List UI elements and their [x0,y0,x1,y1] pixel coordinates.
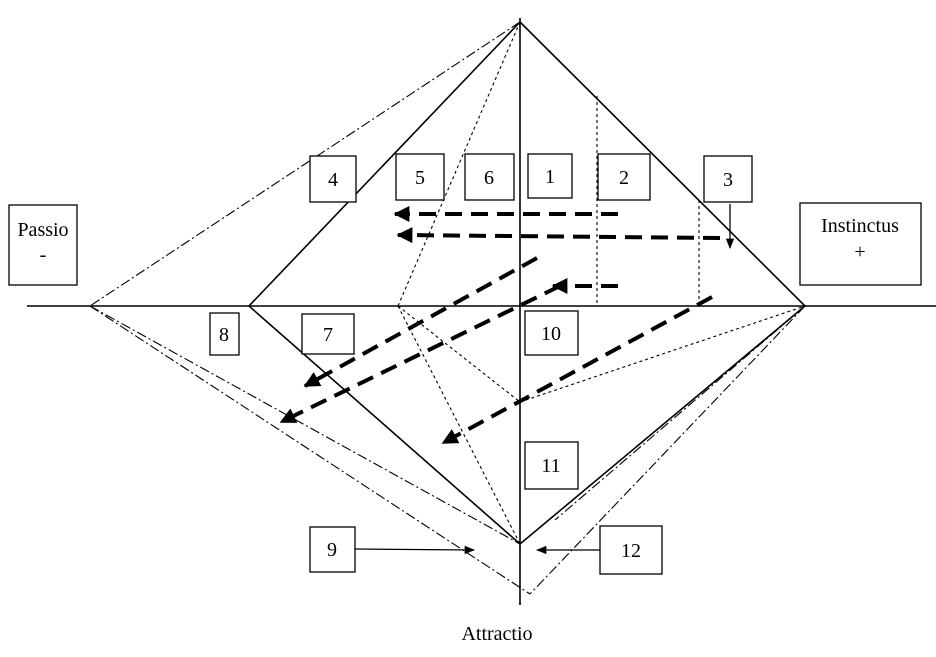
box-3: 3 [703,155,753,203]
box-10: 10 [524,310,579,356]
svg-text:6: 6 [484,167,494,189]
box-5: 5 [395,153,445,201]
solid-diamond-left [247,21,521,545]
svg-text:1: 1 [545,166,555,188]
dotted-mid-to-bottom [397,305,521,545]
svg-text:+: + [854,241,865,263]
dashdot-top-left [89,21,521,307]
svg-text:11: 11 [541,455,560,477]
svg-text:Instinctus: Instinctus [821,215,899,237]
svg-text:3: 3 [723,169,733,191]
box-4: 4 [309,155,357,203]
svg-text:2: 2 [619,167,629,189]
svg-text:7: 7 [323,324,333,346]
box-8: 8 [209,312,240,356]
passio-box: Passio - [8,204,78,286]
svg-text:Passio: Passio [17,219,68,241]
box-11: 11 [524,441,579,490]
svg-text:8: 8 [219,324,229,346]
svg-text:5: 5 [415,167,425,189]
dashdot-right-lower-1 [529,305,806,595]
dashdot-right-lower-2 [554,305,806,521]
box-1: 1 [527,153,573,199]
svg-text:12: 12 [621,540,641,562]
instinctus-box: Instinctus + [799,202,922,286]
pointer-arrow-9 [354,545,476,555]
box-7: 7 [301,313,355,355]
thick-arrow-diag-1 [303,256,538,388]
box-9: 9 [309,526,356,573]
dashdot-left-lower-1 [89,305,521,545]
dashdot-left-lower-2 [89,305,531,595]
box-12: 12 [599,525,663,575]
svg-text:10: 10 [541,323,561,345]
svg-text:4: 4 [328,169,338,191]
thick-arrow-wide [396,227,721,244]
dotted-inner-to-right [519,305,806,403]
svg-text:-: - [40,244,47,266]
svg-text:9: 9 [327,539,337,561]
box-6: 6 [464,153,515,201]
attractio-label: Attractio [461,623,532,645]
box-2: 2 [597,153,651,201]
